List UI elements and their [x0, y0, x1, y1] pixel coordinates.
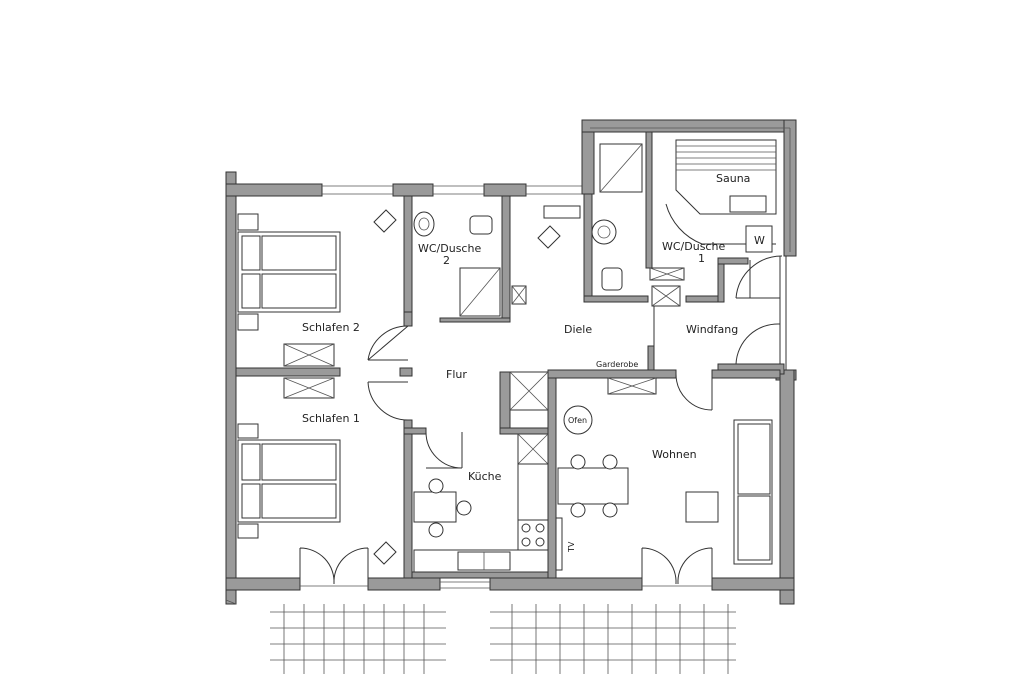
dining-table-kueche	[413, 478, 472, 538]
terrace-grid	[270, 604, 736, 674]
label-tv: TV	[567, 541, 576, 553]
label-flur: Flur	[446, 368, 467, 381]
sofa-wohnen	[733, 419, 773, 565]
dining-table-wohnen	[557, 454, 629, 518]
label-wohnen: Wohnen	[652, 448, 697, 461]
furniture	[237, 139, 777, 573]
chair-schlafen2	[373, 209, 397, 233]
label-sauna: Sauna	[716, 172, 750, 185]
label-garderobe: Garderobe	[596, 360, 638, 369]
ofen-circle	[563, 405, 593, 435]
label-wc1-line1: WC/Dusche	[662, 240, 725, 253]
label-wc2-line1: WC/Dusche	[418, 242, 481, 255]
label-schlafen1: Schlafen 1	[302, 412, 360, 425]
toilet-wc1	[601, 267, 623, 291]
tv-stand	[555, 517, 563, 571]
doors	[299, 255, 783, 588]
label-schlafen2: Schlafen 2	[302, 321, 360, 334]
label-ofen: Ofen	[568, 416, 587, 425]
water-heater-box	[745, 225, 773, 253]
bed-schlafen1	[237, 423, 341, 539]
label-wc2-line2: 2	[443, 254, 450, 267]
bed-schlafen2	[237, 213, 341, 331]
toilet-wc2	[469, 215, 493, 235]
label-diele: Diele	[564, 323, 592, 336]
stove-kueche	[517, 519, 549, 551]
coffee-table	[685, 491, 719, 523]
inner-walls	[235, 131, 785, 579]
shelf-diele	[543, 205, 581, 219]
label-w: W	[754, 234, 765, 247]
label-windfang: Windfang	[686, 323, 738, 336]
chair-schlafen1	[373, 541, 397, 565]
room-labels: Schlafen 2 Schlafen 1 WC/Dusche 2 Sauna …	[302, 172, 765, 553]
chair-diele	[537, 225, 561, 249]
sink-wc1	[591, 219, 617, 245]
label-wc1-line2: 1	[698, 252, 705, 265]
sink-wc2	[413, 211, 435, 237]
outer-walls	[225, 119, 797, 605]
sauna-bench	[675, 139, 777, 215]
label-kueche: Küche	[468, 470, 502, 483]
